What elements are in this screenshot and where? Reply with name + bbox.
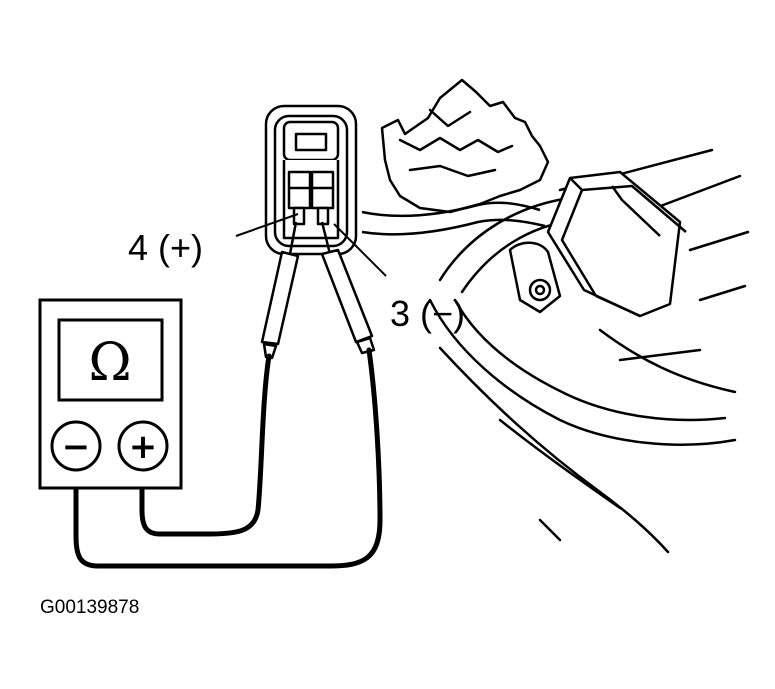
positive-terminal-label: + bbox=[129, 427, 158, 467]
leader-lines bbox=[235, 213, 387, 277]
probe-negative bbox=[320, 221, 376, 355]
relay-icon bbox=[508, 170, 687, 318]
negative-terminal-label: − bbox=[62, 427, 91, 467]
pin3-label: 3 (−) bbox=[390, 293, 465, 334]
pin4-label: 4 (+) bbox=[128, 227, 203, 268]
connector-icon bbox=[264, 104, 358, 256]
probe-positive bbox=[260, 221, 300, 360]
figure-id: G00139878 bbox=[40, 597, 139, 618]
engine-background bbox=[380, 78, 750, 554]
wire-harness bbox=[361, 201, 546, 236]
ohm-symbol: Ω bbox=[88, 333, 131, 393]
ohmmeter-icon bbox=[38, 298, 183, 490]
test-leads bbox=[73, 347, 383, 569]
